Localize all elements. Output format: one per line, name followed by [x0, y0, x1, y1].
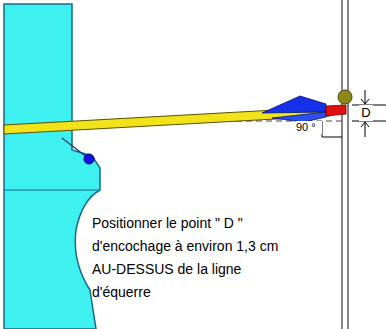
dimension-label: D — [359, 105, 373, 121]
dimension-arrow — [365, 90, 366, 104]
angle-label: 90 ° — [296, 121, 322, 134]
arrow-nock — [326, 105, 346, 116]
dimension-arrow — [365, 122, 366, 137]
riser-line — [4, 190, 100, 191]
instruction-note: Positionner le point " D " d'encochage à… — [92, 212, 292, 304]
right-angle-mark — [322, 121, 342, 137]
nocking-point — [338, 90, 352, 104]
arrow-fletching — [262, 96, 326, 113]
bowstring — [347, 0, 348, 329]
dimension-arrow — [361, 122, 369, 127]
dimension-arrow — [361, 99, 369, 104]
arrow-rest-arm — [62, 138, 88, 158]
bowstring — [341, 0, 342, 329]
bow-riser — [4, 4, 100, 329]
arrow-rest — [84, 154, 94, 164]
